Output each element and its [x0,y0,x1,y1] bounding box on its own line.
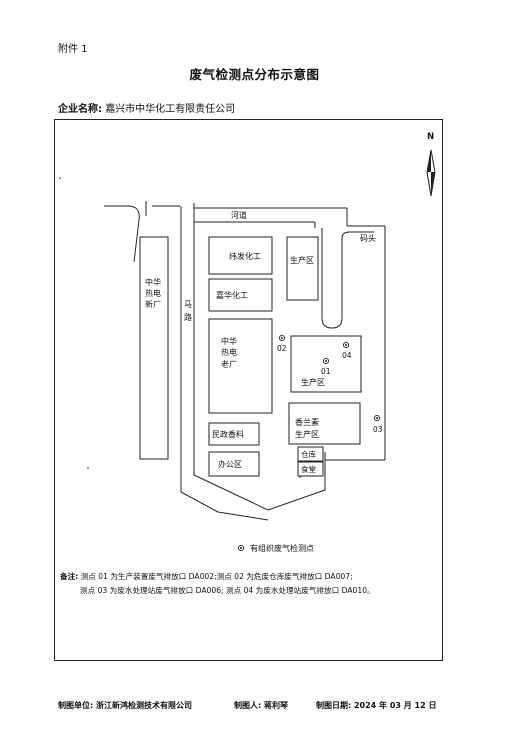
building-xianglan [288,402,361,445]
legend-label: 有组织废气检测点 [250,543,314,553]
jiahua-label: 嘉华化工 [216,290,248,300]
zhonghua-old-line1: 中华 [221,336,237,346]
point-01-label: 01 [321,367,331,376]
point-03-label: 03 [373,425,383,434]
point-04-label: 04 [342,351,352,360]
wharf-label: 码头 [360,233,376,243]
site-boundary [217,511,269,521]
zhonghua-new-line3: 新厂 [145,299,161,309]
site-boundary [180,491,219,513]
zhonghua-new-line1: 中华 [145,277,161,287]
road-edge [104,205,140,263]
remarks-line-2: 测点 03 为废水处理站废气排放口 DA006; 测点 04 为废水处理站废气排… [80,585,375,596]
map-frame [54,119,443,661]
remarks-line-1: 备注: 测点 01 为生产装置废气排放口 DA002;测点 02 为危废仓库废气… [60,571,353,582]
page-title: 废气检测点分布示意图 [189,67,320,82]
building-warehouse [297,446,324,462]
building-minzheng [208,422,260,446]
monitoring-point-02: 02 [277,334,287,353]
site-boundary [193,474,269,511]
building-zhonghua-new [139,236,169,460]
point-02-label: 02 [277,344,287,353]
zhonghua-new-line2: 热电 [145,288,161,298]
xianglan-line2: 生产区 [295,429,319,439]
building-weifa [208,236,273,275]
site-boundary [267,460,326,511]
remarks-text-2: 测点 03 为废水处理站废气排放口 DA006; 测点 04 为废水处理站废气排… [80,586,375,595]
canteen-label: 食堂 [301,464,316,474]
north-arrow: N [426,132,436,197]
north-label: N [427,132,434,142]
river-label: 河道 [231,210,247,220]
building-jiahua [208,278,273,312]
road-label-1: 马 [184,300,192,309]
remarks-prefix: 备注: [60,572,79,581]
building-office [208,451,260,477]
channel-edge [321,228,374,329]
zhonghua-old-line3: 老厂 [221,359,237,369]
monitoring-point-01: 01 [321,357,331,376]
road-label-2: 路 [184,312,192,322]
minzheng-label: 民政香料 [212,429,244,439]
building-canteen [297,461,324,477]
building-production-top [286,236,319,301]
production-01-label: 生产区 [301,377,325,387]
building-zhonghua-old [208,318,273,414]
office-label: 办公区 [218,459,242,469]
map-legend: 有组织废气检测点 [237,543,314,553]
company-name: 嘉兴市中华化工有限责任公司 [105,104,236,115]
footer-date: 制图日期: 2024 年 03 月 12 日 [316,701,437,710]
monitoring-point-03: 03 [373,414,383,434]
footer-author: 制图人: 蒋利琴 [234,701,288,710]
production-top-label: 生产区 [290,255,314,265]
remarks-text-1: 测点 01 为生产装置废气排放口 DA002;测点 02 为危废仓库废气排放口 … [80,572,353,581]
attachment-label: 附件 1 [58,44,88,55]
weifa-label: 纬发化工 [229,251,261,261]
company-label: 企业名称: [58,104,102,115]
xianglan-line1: 香兰素 [295,417,319,427]
warehouse-label: 仓库 [301,449,316,459]
monitoring-point-04: 04 [342,341,352,360]
zhonghua-old-line2: 热电 [221,347,237,357]
company-line: 企业名称: 嘉兴市中华化工有限责任公司 [58,100,235,115]
footer-unit: 制图单位: 浙江新鸿检测技术有限公司 [58,701,192,710]
